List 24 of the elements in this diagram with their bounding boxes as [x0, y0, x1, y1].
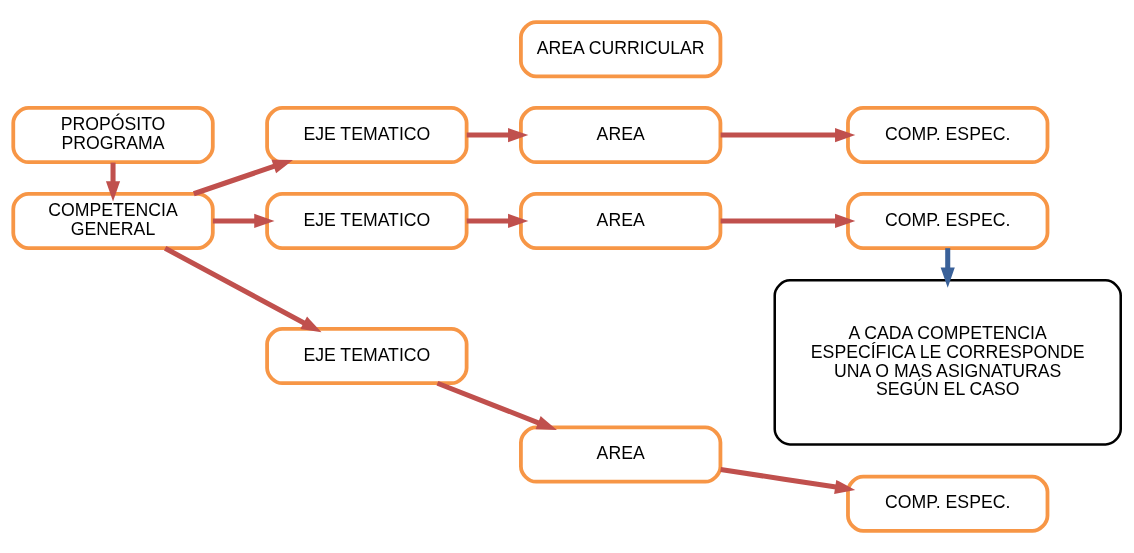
- node-box: AREA CURRICULAR: [519, 20, 723, 79]
- arrow: [466, 127, 529, 143]
- node-box: AREA: [519, 191, 723, 250]
- arrow: [436, 380, 557, 431]
- arrow: [193, 159, 293, 197]
- node-box: COMPETENCIA GENERAL: [11, 191, 215, 250]
- node-box: COMP. ESPEC.: [846, 474, 1050, 533]
- arrow: [720, 467, 856, 494]
- node-box: AREA: [519, 106, 723, 165]
- node-box: A CADA COMPETENCIA ESPECÍFICA LE CORRESPONDE UNA O MAS ASIGNATURAS SEGÚN EL CASO: [773, 279, 1122, 446]
- node-box: EJE TEMATICO: [265, 106, 469, 165]
- node-box: COMP. ESPEC.: [846, 106, 1050, 165]
- arrow: [720, 213, 856, 229]
- node-box: AREA: [519, 425, 723, 484]
- arrow: [940, 248, 955, 288]
- node-box: EJE TEMATICO: [265, 327, 469, 386]
- node-box: EJE TEMATICO: [265, 191, 469, 250]
- arrow: [105, 162, 121, 202]
- arrow: [466, 213, 529, 229]
- node-box: COMP. ESPEC.: [846, 191, 1050, 250]
- node-box: PROPÓSITO PROGRAMA: [11, 106, 215, 165]
- arrow: [720, 127, 856, 143]
- arrow: [163, 246, 322, 333]
- arrow: [212, 213, 275, 229]
